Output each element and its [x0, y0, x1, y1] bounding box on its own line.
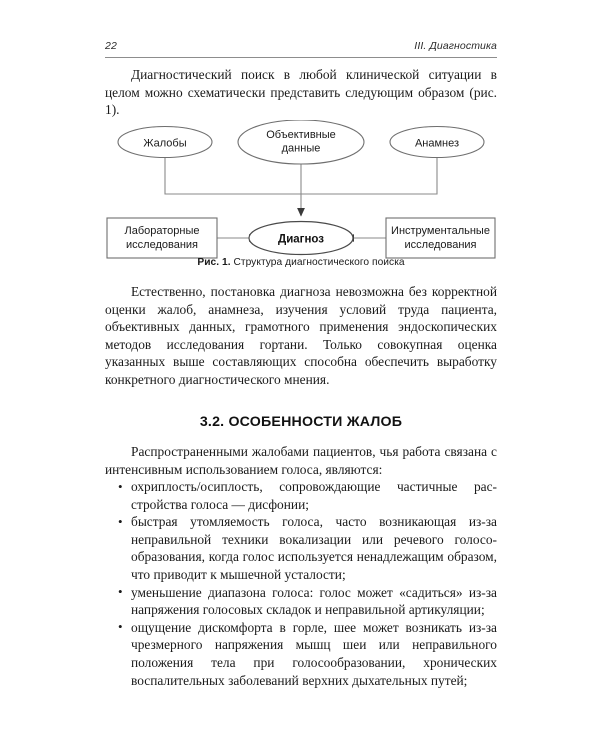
node-lab-studies-shape — [106, 217, 218, 259]
list-item: уменьшение диапазона голоса: голос может… — [105, 583, 497, 619]
complaints-list: охриплость/осиплость, сопровождающие час… — [105, 477, 497, 689]
node-anamnesis-label: Анамнез — [415, 138, 459, 150]
node-instrumental-studies-label-line2: исследования — [405, 239, 477, 251]
figure-caption-label: Рис. 1. — [197, 257, 231, 268]
chapter-title: III. Диагностика — [414, 40, 497, 52]
page-number: 22 — [105, 40, 117, 52]
running-head: 22 III. Диагностика — [105, 40, 497, 52]
node-objective-data-label-line1: Объективные — [266, 129, 336, 141]
list-item: быстрая утомляемость голоса, часто возни… — [105, 513, 497, 583]
list-item: охриплость/осиплость, сопровождающие час… — [105, 477, 497, 513]
figure-caption: Рис. 1. Структура диагностического поиск… — [105, 257, 497, 268]
figure-diagnostic-search: Жалобы Объективные данные Анамнез Лабора… — [105, 120, 497, 272]
second-paragraph: Естественно, постановка диагноза невозмо… — [105, 284, 497, 387]
node-lab-studies-label-line1: Лабораторные — [125, 225, 200, 237]
node-objective-data-label-line2: данные — [282, 143, 321, 155]
section-lead-paragraph: Распространенными жалобами пациентов, чь… — [105, 444, 497, 477]
node-diagnosis-shape — [248, 220, 354, 256]
node-diagnosis-label: Диагноз — [278, 234, 324, 246]
list-item: ощущение дискомфорта в горле, шее может … — [105, 618, 497, 689]
node-complaints-label: Жалобы — [143, 138, 186, 150]
node-lab-studies-label-line2: исследования — [126, 239, 198, 251]
header-rule — [105, 57, 497, 58]
node-anamnesis-shape — [389, 125, 485, 159]
figure-caption-text: Структура диагностического поиска — [230, 257, 405, 268]
section-heading: 3.2. ОСОБЕННОСТИ ЖАЛОБ — [199, 414, 403, 430]
node-objective-data-shape — [237, 120, 365, 165]
second-paragraph-block: Естественно, постановка диагноза невозмо… — [105, 283, 497, 389]
node-instrumental-studies-shape — [385, 217, 496, 259]
intro-paragraph: Диагностический поиск в любой клиническо… — [105, 67, 497, 118]
section-lead-block: Распространенными жалобами пациентов, чь… — [105, 443, 497, 478]
node-instrumental-studies-label-line1: Инструментальные — [391, 225, 490, 237]
node-complaints-shape — [117, 125, 213, 159]
intro-paragraph-block: Диагностический поиск в любой клиническо… — [105, 66, 497, 119]
